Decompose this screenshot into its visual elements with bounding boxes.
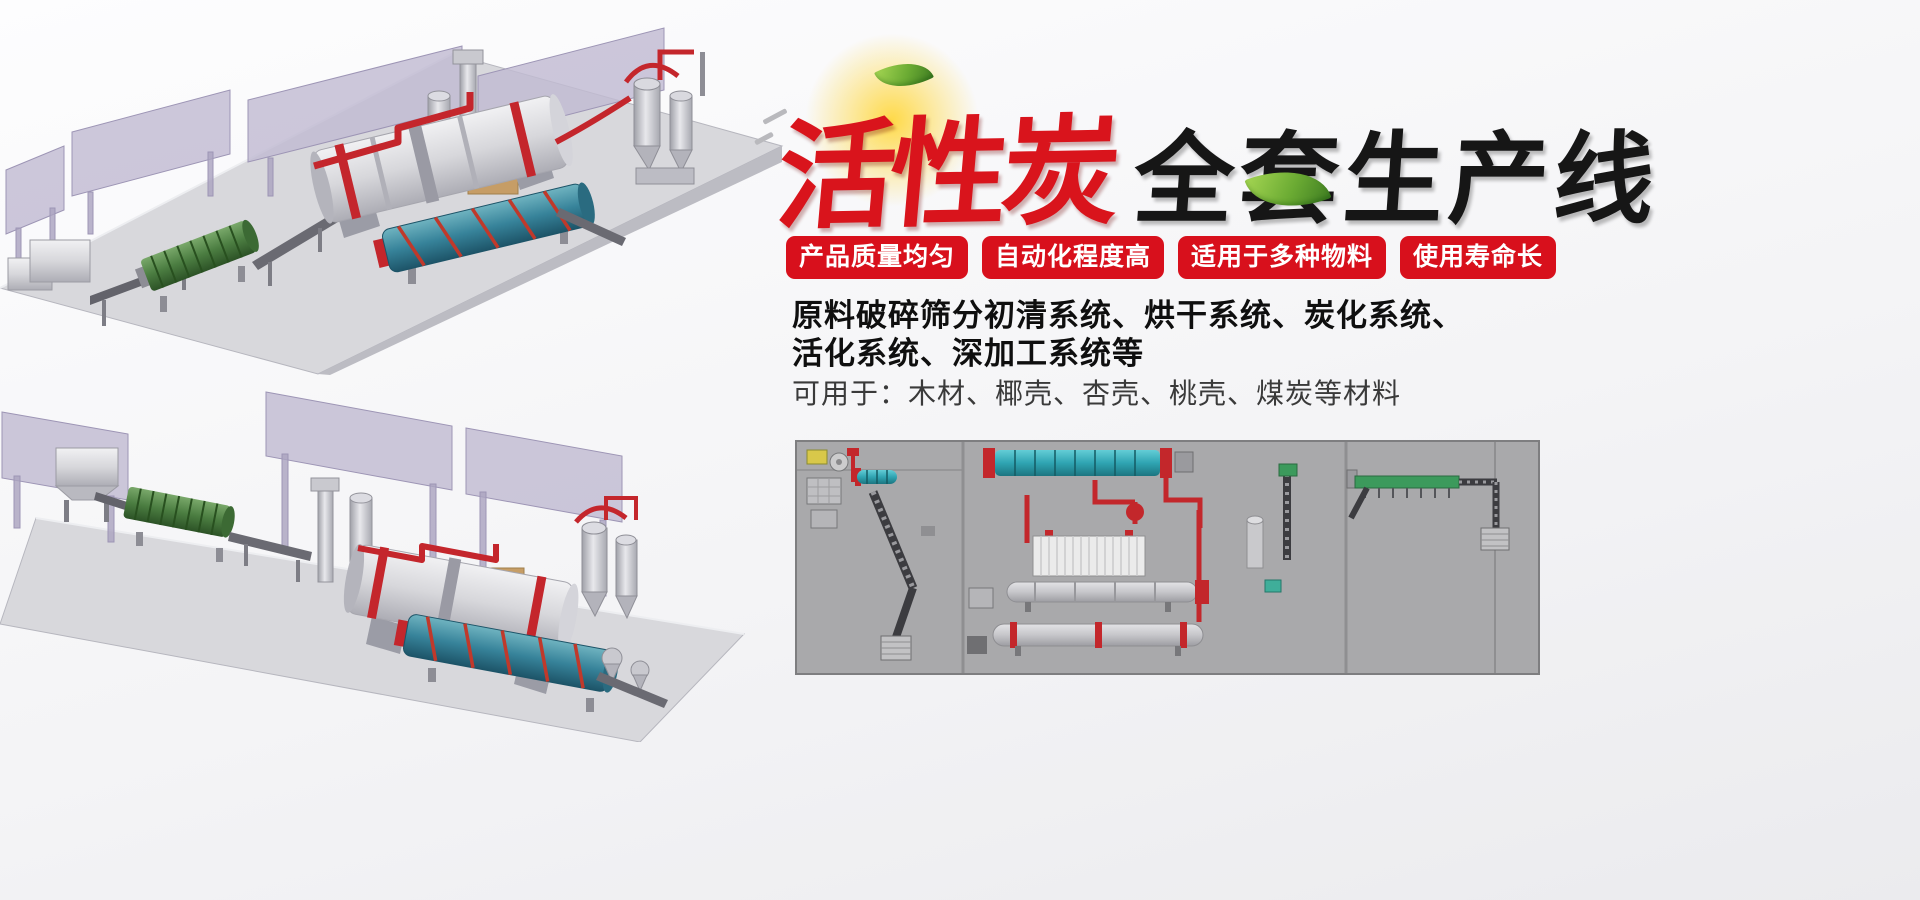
feed-hopper — [7, 239, 91, 291]
production-line-render-1 — [0, 27, 784, 375]
cyclone-dust-collectors — [623, 49, 705, 185]
production-line-render-2 — [0, 391, 745, 742]
rotary-dryer-drum — [310, 94, 573, 238]
layout-center-section — [967, 448, 1298, 656]
title-red: 活性炭 — [771, 106, 1121, 244]
page-title: 活性炭 全套生产线 — [753, 30, 1663, 244]
plant-layout-diagram — [795, 440, 1540, 675]
badge-high-automation: 自动化程度高 — [982, 236, 1165, 279]
screening-drum — [134, 219, 259, 312]
system-description: 原料破碎筛分初清系统、烘干系统、炭化系统、 活化系统、深加工系统等 — [792, 297, 1464, 373]
cyclone-dust-collectors — [574, 496, 650, 693]
layout-left-section — [806, 448, 935, 661]
bucket-elevator — [310, 477, 340, 583]
badge-uniform-quality: 产品质量均匀 — [786, 236, 969, 279]
carbonization-drum — [373, 182, 595, 284]
title-black: 全套生产线 — [1130, 124, 1663, 236]
materials-description: 可用于：木材、椰壳、杏壳、桃壳、煤炭等材料 — [792, 378, 1402, 409]
belt-conveyor-3 — [596, 672, 668, 708]
feed-hopper — [54, 447, 120, 522]
badge-many-materials: 适用于多种物料 — [1178, 236, 1387, 279]
red-piping — [357, 543, 499, 563]
red-piping — [313, 92, 632, 170]
glow-decoration — [802, 30, 982, 210]
belt-conveyor-3 — [556, 208, 626, 246]
feature-badges: 产品质量均匀 自动化程度高 适用于多种物料 使用寿命长 — [786, 236, 1557, 279]
badge-long-service-life: 使用寿命长 — [1400, 236, 1557, 279]
screening-drum — [123, 486, 235, 562]
layout-right-section — [1346, 469, 1510, 551]
system-description-line2: 活化系统、深加工系统等 — [792, 336, 1144, 371]
belt-conveyor-2 — [228, 532, 312, 582]
system-description-line1: 原料破碎筛分初清系统、烘干系统、炭化系统、 — [792, 298, 1464, 333]
belt-conveyor-2 — [252, 214, 338, 286]
